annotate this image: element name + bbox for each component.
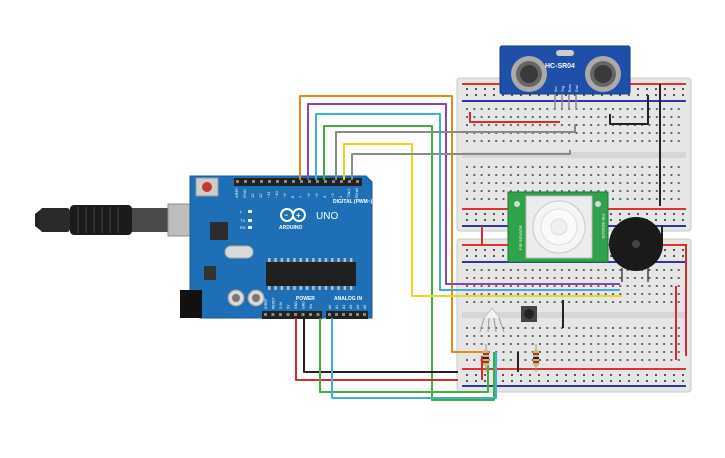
digital-pin-label: ~11: [266, 191, 271, 198]
analog-pin-label: A5: [363, 305, 367, 309]
power-pin-label: GND: [302, 301, 306, 309]
svg-text:+: +: [296, 211, 301, 220]
digital-pin-label: ~9: [282, 193, 287, 198]
digital-pin-label: ~10: [274, 190, 279, 198]
wire-gray: [335, 124, 576, 180]
digital-header: [234, 178, 362, 186]
reset-button[interactable]: [202, 182, 212, 192]
analog-pin-label: A4: [356, 305, 360, 309]
led-l-label: L: [240, 209, 243, 214]
digital-pin-label: 12: [258, 193, 263, 198]
push-button[interactable]: [521, 306, 537, 322]
digital-pin-label: ~3: [330, 193, 335, 198]
power-pin-label: Vin: [309, 304, 313, 309]
resistor-2[interactable]: [533, 344, 539, 372]
power-header: [262, 311, 322, 319]
power-pin-label: RESET: [272, 296, 276, 309]
digital-pin-label: TX▸1: [346, 188, 351, 198]
analog-pin-label: A0: [328, 305, 332, 309]
brand-label: ARDUINO: [279, 225, 302, 231]
wire-purple: [307, 103, 620, 285]
usb-chip: [210, 222, 228, 240]
ultrasonic-pin-label: Vcc: [554, 86, 558, 92]
digital-pin-label: RX◂0: [354, 187, 359, 198]
wire-red-top: [469, 112, 560, 123]
pir-left-label: PIR SENSOR: [518, 225, 523, 250]
digital-pin-label: 13: [250, 193, 255, 198]
arduino-logo: − +: [280, 208, 306, 222]
power-jack[interactable]: [180, 290, 202, 318]
power-pin-label: GND: [294, 301, 298, 309]
rgb-led[interactable]: [479, 307, 505, 333]
wire-dark-gray: [351, 150, 571, 180]
ultrasonic-crystal: [556, 50, 574, 56]
pir-screw-2: [595, 201, 601, 207]
gnd-label: GND: [242, 189, 247, 198]
wire-black-gnd: [303, 318, 458, 373]
wire-green-1: [323, 125, 495, 401]
analog-pin-label: A3: [349, 305, 353, 309]
svg-text:−: −: [284, 213, 288, 220]
ultrasonic-pin-label: Echo: [568, 84, 572, 92]
wire-green-2: [319, 318, 489, 393]
crystal-oscillator: [224, 245, 254, 259]
led-tx: [248, 219, 252, 222]
digital-label: DIGITAL (PWM~): [333, 199, 373, 205]
digital-pin-label: 2: [338, 195, 343, 198]
analog-pin-label: A2: [342, 305, 346, 309]
digital-pin-label: ~6: [306, 193, 311, 198]
wire-cyan-2: [331, 318, 497, 399]
led-l: [248, 210, 252, 213]
digital-pin-label: 8: [290, 195, 295, 198]
wire-black-top: [609, 95, 649, 125]
ultrasonic-model: HC-SR04: [545, 63, 575, 70]
analog-label: ANALOG IN: [334, 296, 362, 302]
led-rx: [248, 226, 252, 229]
wire-yellow: [343, 143, 622, 297]
power-pin-label: IOREF: [264, 298, 268, 309]
voltage-regulator: [204, 266, 216, 280]
digital-pin-label: ~5: [314, 193, 319, 198]
atmega-chip: [266, 262, 356, 286]
pir-motion-sensor[interactable]: PIR SENSOR PIR SENSOR: [507, 191, 609, 263]
wires[interactable]: [295, 84, 687, 401]
analog-pin-label: A1: [335, 305, 339, 309]
pir-right-label: PIR SENSOR: [601, 214, 606, 239]
wire-orange: [299, 95, 480, 353]
ultrasonic-pin-label: Trig: [561, 86, 565, 92]
led-tx-label: TX: [240, 218, 245, 223]
resistor-1[interactable]: [483, 344, 489, 372]
ultrasonic-pin-label: Gnd: [575, 85, 579, 92]
wire-cyan: [315, 113, 620, 291]
power-label: POWER: [296, 296, 315, 302]
led-rx-label: RX: [240, 225, 246, 230]
power-pin-label: 3.3V: [279, 301, 283, 309]
wire-red-power: [295, 318, 458, 381]
pir-screw-1: [514, 201, 520, 207]
digital-pin-label: 4: [322, 195, 327, 198]
analog-header: [326, 311, 368, 319]
usb-cable[interactable]: [35, 203, 199, 237]
piezo-buzzer[interactable]: [609, 217, 663, 282]
digital-pin-label: 7: [298, 195, 303, 198]
power-pin-label: 5V: [287, 304, 291, 309]
model-label: UNO: [316, 211, 338, 222]
aref-label: AREF: [234, 187, 239, 198]
